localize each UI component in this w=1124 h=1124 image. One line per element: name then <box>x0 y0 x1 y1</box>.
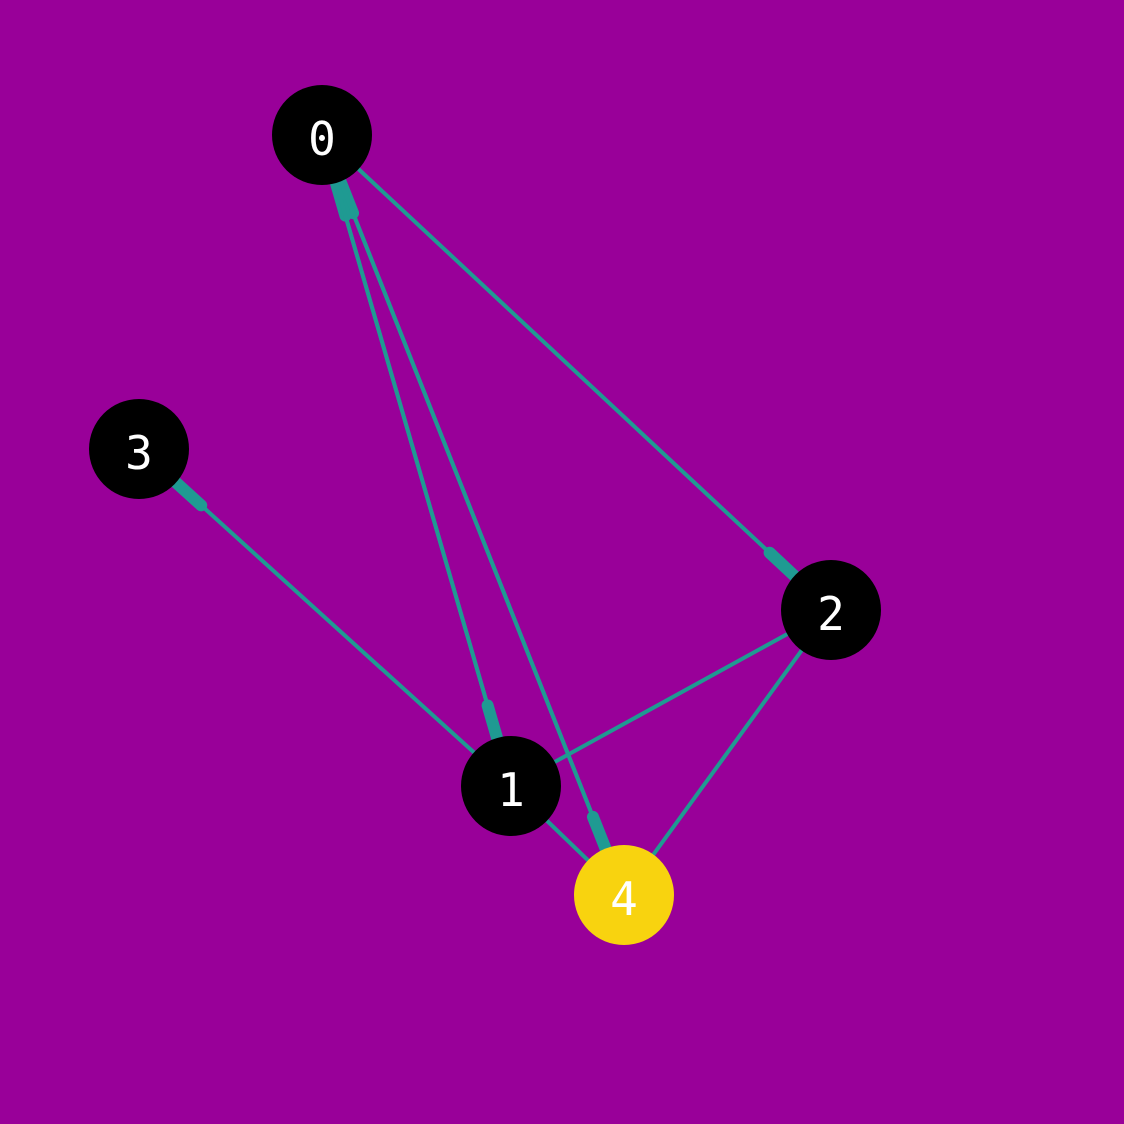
edge-0-2-arrowhead <box>763 546 804 585</box>
node-1[interactable]: 1 <box>461 736 561 836</box>
node-4[interactable]: 4 <box>574 845 674 945</box>
edge-2-4 <box>622 608 833 897</box>
node-0[interactable]: 0 <box>272 85 372 185</box>
edge-0-1-line <box>320 133 513 788</box>
nodes-layer: 0 1 2 3 4 <box>89 85 881 945</box>
edge-0-4-line <box>320 133 626 897</box>
node-3-label: 3 <box>125 426 153 480</box>
edge-0-4-arrowhead <box>586 810 614 859</box>
node-1-label: 1 <box>497 763 525 817</box>
node-1-circle <box>461 736 561 836</box>
node-4-label: 4 <box>610 872 638 926</box>
edge-0-1-arrowhead <box>481 699 505 748</box>
edge-1-2-line <box>509 608 833 788</box>
node-2-circle <box>781 560 881 660</box>
edge-0-2-line <box>320 133 833 612</box>
edge-1-2 <box>509 608 833 788</box>
edge-0-1 <box>320 133 513 788</box>
node-2[interactable]: 2 <box>781 560 881 660</box>
edge-1-3-arrowhead <box>167 473 208 512</box>
node-2-label: 2 <box>817 587 845 641</box>
edge-0-4 <box>320 133 626 897</box>
node-0-circle <box>272 85 372 185</box>
edge-0-2 <box>320 133 833 612</box>
edges-layer <box>137 133 833 897</box>
node-4-circle <box>574 845 674 945</box>
node-3-circle <box>89 399 189 499</box>
node-0-label: 0 <box>308 112 336 166</box>
node-3[interactable]: 3 <box>89 399 189 499</box>
edge-2-4-line <box>622 608 833 897</box>
edge-1-3 <box>137 447 513 788</box>
